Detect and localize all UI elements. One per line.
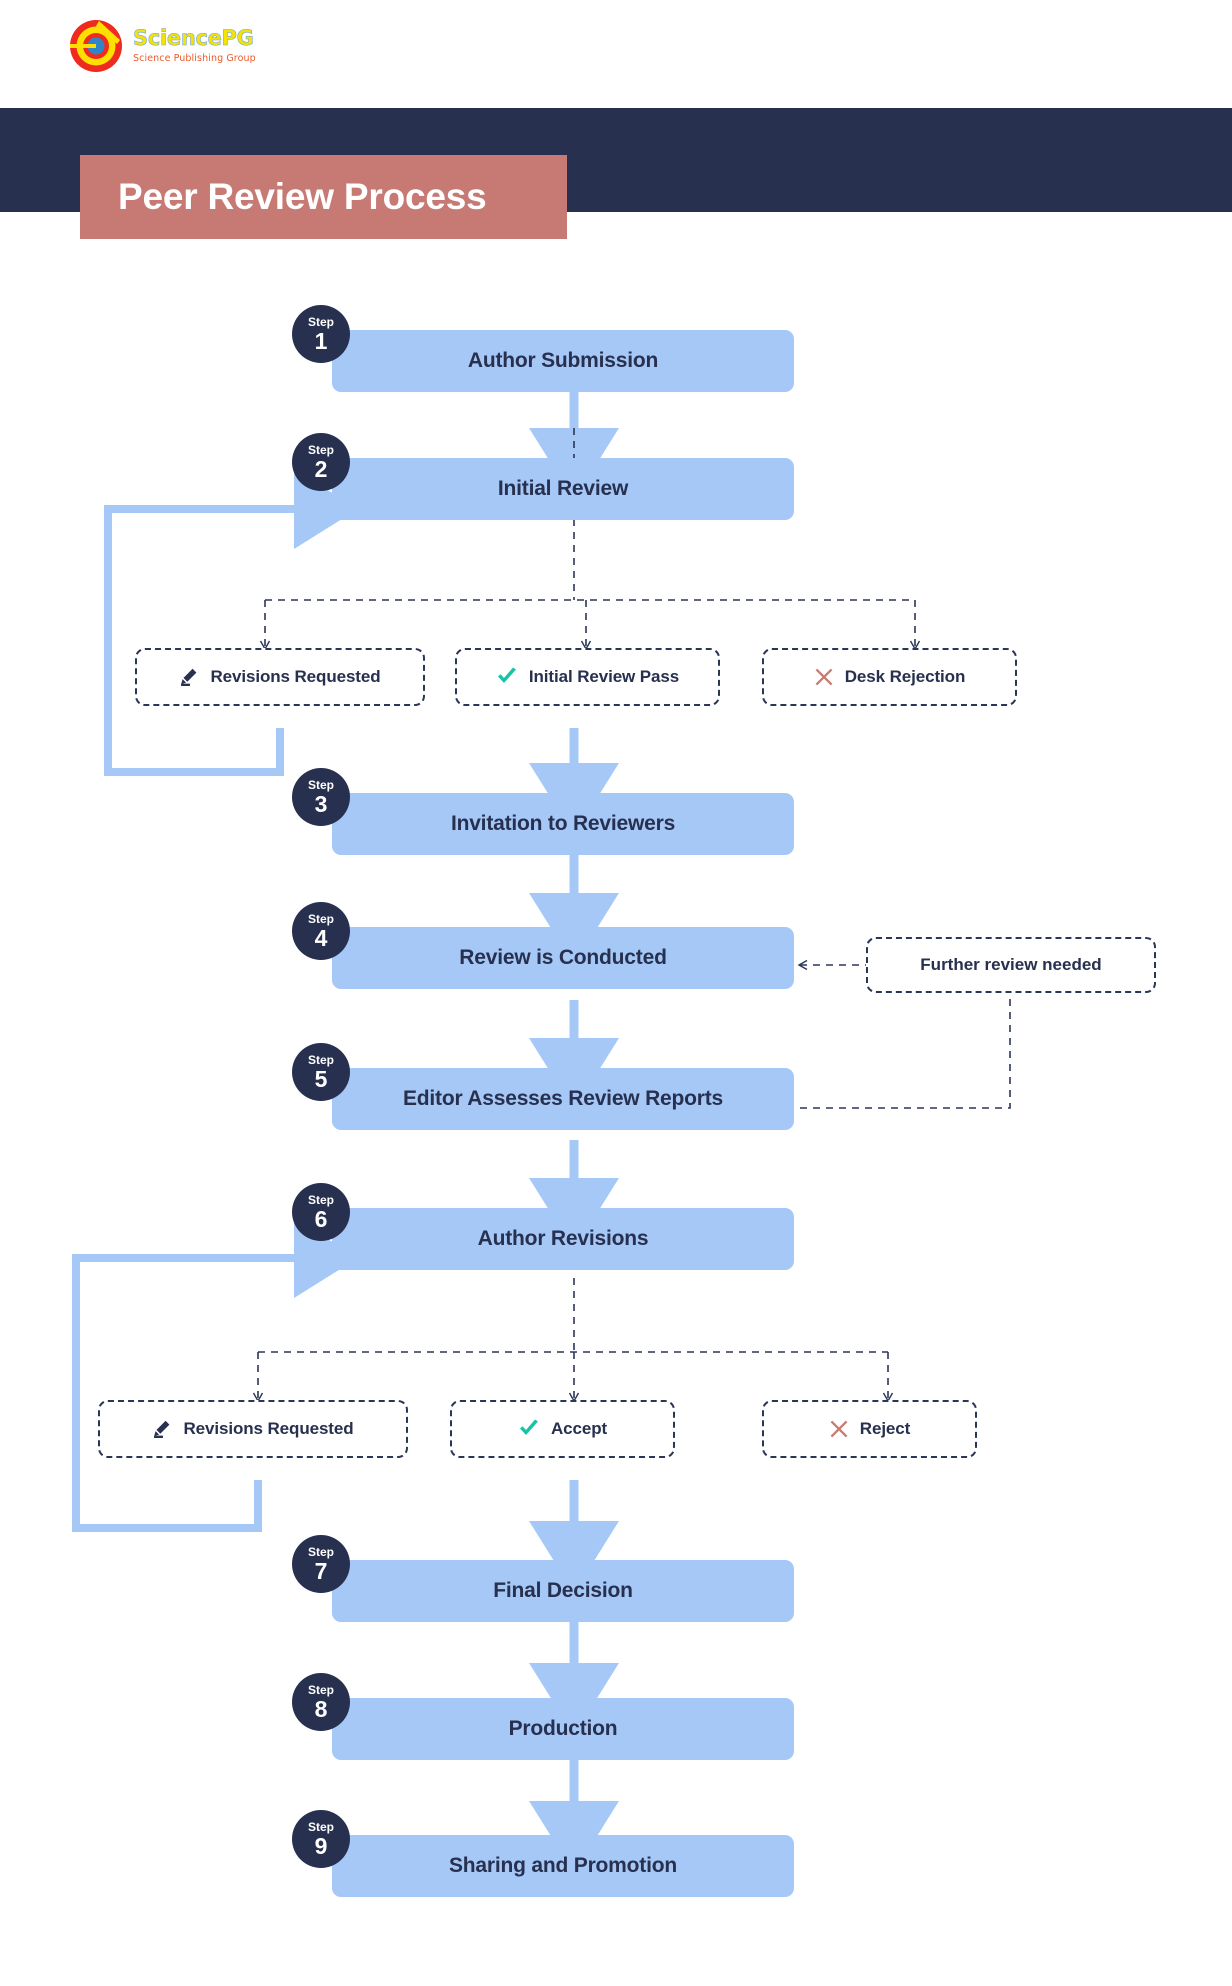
page-title: Peer Review Process	[80, 155, 567, 239]
step-badge-word: Step	[307, 777, 334, 792]
step-badge-2: Step 2	[292, 433, 350, 491]
decision-label: Initial Review Pass	[528, 667, 680, 686]
step-node-editor-assesses-review-reports[interactable]: Editor Assesses Review Reports	[332, 1068, 794, 1130]
step-node-sharing-and-promotion[interactable]: Sharing and Promotion	[332, 1835, 794, 1897]
step-badge-word: Step	[307, 1544, 334, 1559]
page-title-text: Peer Review Process	[118, 176, 487, 217]
decision-node-revisions-requested-2[interactable]: Revisions Requested	[98, 1400, 408, 1458]
sciencepg-logo[interactable]: SciencePG Science Publishing Group	[68, 18, 256, 74]
step-badge-5: Step 5	[292, 1043, 350, 1101]
step-badge-6: Step 6	[292, 1183, 350, 1241]
step-node-author-submission[interactable]: Author Submission	[332, 330, 794, 392]
step-badge-word: Step	[307, 314, 334, 329]
step-badge-4: Step 4	[292, 902, 350, 960]
note-node-further-review-needed[interactable]: Further review needed	[866, 937, 1156, 993]
step-badge-word: Step	[307, 1819, 334, 1834]
step-badge-number: 4	[314, 924, 328, 951]
step-node-initial-review[interactable]: Initial Review	[332, 458, 794, 520]
step-node-review-is-conducted[interactable]: Review is Conducted	[332, 927, 794, 989]
step-node-author-revisions[interactable]: Author Revisions	[332, 1208, 794, 1270]
step-node-production[interactable]: Production	[332, 1698, 794, 1760]
decision-label: Revisions Requested	[210, 667, 381, 686]
step-label: Invitation to Reviewers	[450, 812, 676, 835]
decision-node-accept[interactable]: Accept	[450, 1400, 675, 1458]
step-badge-word: Step	[307, 1052, 334, 1067]
decision-node-revisions-requested-1[interactable]: Revisions Requested	[135, 648, 425, 706]
step-badge-number: 3	[314, 790, 328, 817]
cross-icon	[814, 667, 834, 687]
note-label: Further review needed	[920, 955, 1102, 974]
decision-node-reject[interactable]: Reject	[762, 1400, 977, 1458]
step-label: Initial Review	[497, 477, 629, 500]
pencil-icon	[179, 667, 199, 687]
logo-subtitle: Science Publishing Group	[133, 53, 256, 65]
step-badge-9: Step 9	[292, 1810, 350, 1868]
step-label: Author Submission	[467, 349, 659, 372]
logo-header: SciencePG Science Publishing Group	[0, 0, 1232, 108]
decision-label: Revisions Requested	[183, 1419, 354, 1438]
step-label: Review is Conducted	[459, 946, 667, 969]
cross-icon	[829, 1419, 849, 1439]
step-label: Author Revisions	[477, 1227, 649, 1250]
decision-node-initial-review-pass[interactable]: Initial Review Pass	[455, 648, 720, 706]
step-label: Editor Assesses Review Reports	[402, 1087, 724, 1110]
step-badge-number: 7	[314, 1557, 328, 1584]
step-label: Production	[508, 1717, 618, 1740]
pencil-icon	[152, 1419, 172, 1439]
step-badge-7: Step 7	[292, 1535, 350, 1593]
step-badge-word: Step	[307, 1682, 334, 1697]
step-label: Sharing and Promotion	[449, 1854, 677, 1877]
step-badge-word: Step	[307, 1192, 334, 1207]
step-badge-word: Step	[307, 911, 334, 926]
decision-node-desk-rejection[interactable]: Desk Rejection	[762, 648, 1017, 706]
sciencepg-circular-logo-icon	[68, 18, 124, 74]
step-badge-number: 5	[314, 1065, 328, 1092]
step-badge-number: 6	[314, 1205, 328, 1232]
step-badge-1: Step 1	[292, 305, 350, 363]
logo-title: SciencePG	[133, 26, 254, 51]
step-node-final-decision[interactable]: Final Decision	[332, 1560, 794, 1622]
decision-label: Accept	[550, 1419, 608, 1438]
check-icon	[496, 667, 518, 687]
step-badge-number: 8	[314, 1695, 328, 1722]
step-badge-word: Step	[307, 442, 334, 457]
check-icon	[518, 1419, 540, 1439]
step-badge-number: 2	[314, 455, 328, 482]
step-node-invitation-to-reviewers[interactable]: Invitation to Reviewers	[332, 793, 794, 855]
step-label: Final Decision	[493, 1579, 633, 1602]
step-badge-8: Step 8	[292, 1673, 350, 1731]
decision-label: Reject	[859, 1419, 911, 1438]
step-badge-number: 9	[314, 1832, 328, 1859]
decision-label: Desk Rejection	[844, 667, 966, 686]
step-badge-3: Step 3	[292, 768, 350, 826]
step-badge-number: 1	[314, 327, 328, 354]
